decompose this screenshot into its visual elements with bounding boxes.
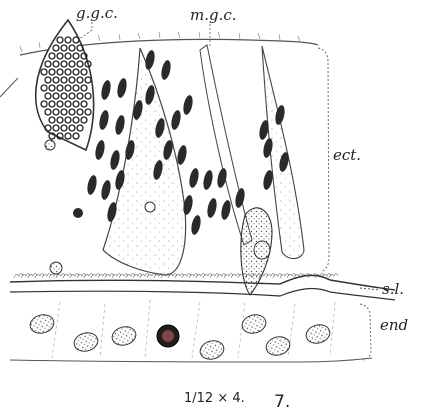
lamella-leader — [360, 288, 380, 290]
nucleus — [220, 199, 232, 220]
endoderm-nucleus — [264, 334, 292, 358]
small-vacuole — [145, 202, 155, 212]
nucleus — [188, 167, 200, 188]
supporting-lamella-lower — [10, 289, 395, 300]
nucleus — [94, 139, 106, 160]
nucleus — [216, 167, 228, 188]
interstitial-cell — [241, 208, 272, 295]
endoderm-nucleus — [304, 322, 332, 346]
endoderm-bracket — [360, 304, 371, 360]
scale-caption: 1/12 × 4. — [184, 391, 245, 406]
basal-fibrils — [14, 274, 338, 279]
nucleus — [100, 179, 112, 200]
leader-line-left — [0, 78, 18, 97]
nucleus — [190, 214, 202, 235]
nucleus — [109, 149, 121, 170]
endoderm-nucleus — [28, 312, 56, 336]
nucleus — [202, 169, 214, 190]
nucleus — [170, 109, 182, 130]
basal-nucleus — [45, 140, 55, 150]
ectoderm-bracket — [318, 48, 329, 272]
endoderm-nucleus — [110, 324, 138, 348]
granular-gland-cell — [36, 20, 94, 150]
endoderm-lower-surface — [10, 358, 372, 362]
label-sl: s.l. — [382, 280, 404, 298]
basal-round-body — [50, 262, 62, 274]
nucleus — [114, 114, 126, 135]
label-ggc: g.g.c. — [76, 4, 118, 22]
label-ect: ect. — [333, 146, 361, 164]
endoderm-cell-boundaries — [52, 300, 335, 358]
nucleus — [116, 77, 128, 98]
endoderm-nucleus — [72, 330, 100, 354]
endoderm-nuclei — [28, 312, 332, 362]
label-mgc: m.g.c. — [190, 6, 237, 24]
nucleus — [86, 174, 98, 195]
nucleus — [234, 187, 246, 208]
supporting-lamella-upper — [10, 275, 395, 290]
nucleus — [98, 109, 110, 130]
endoderm-nucleus — [198, 338, 226, 362]
dark-inclusion-core — [162, 330, 174, 342]
nucleus — [100, 79, 112, 100]
figure-number: 7. — [274, 392, 290, 412]
endoderm-nucleus — [240, 312, 268, 336]
basal-nucleus-small — [73, 208, 83, 218]
label-end: end — [380, 316, 408, 334]
nucleus — [160, 59, 172, 80]
ggc-leader — [78, 22, 92, 40]
nucleus — [182, 94, 194, 115]
nucleus — [206, 197, 218, 218]
